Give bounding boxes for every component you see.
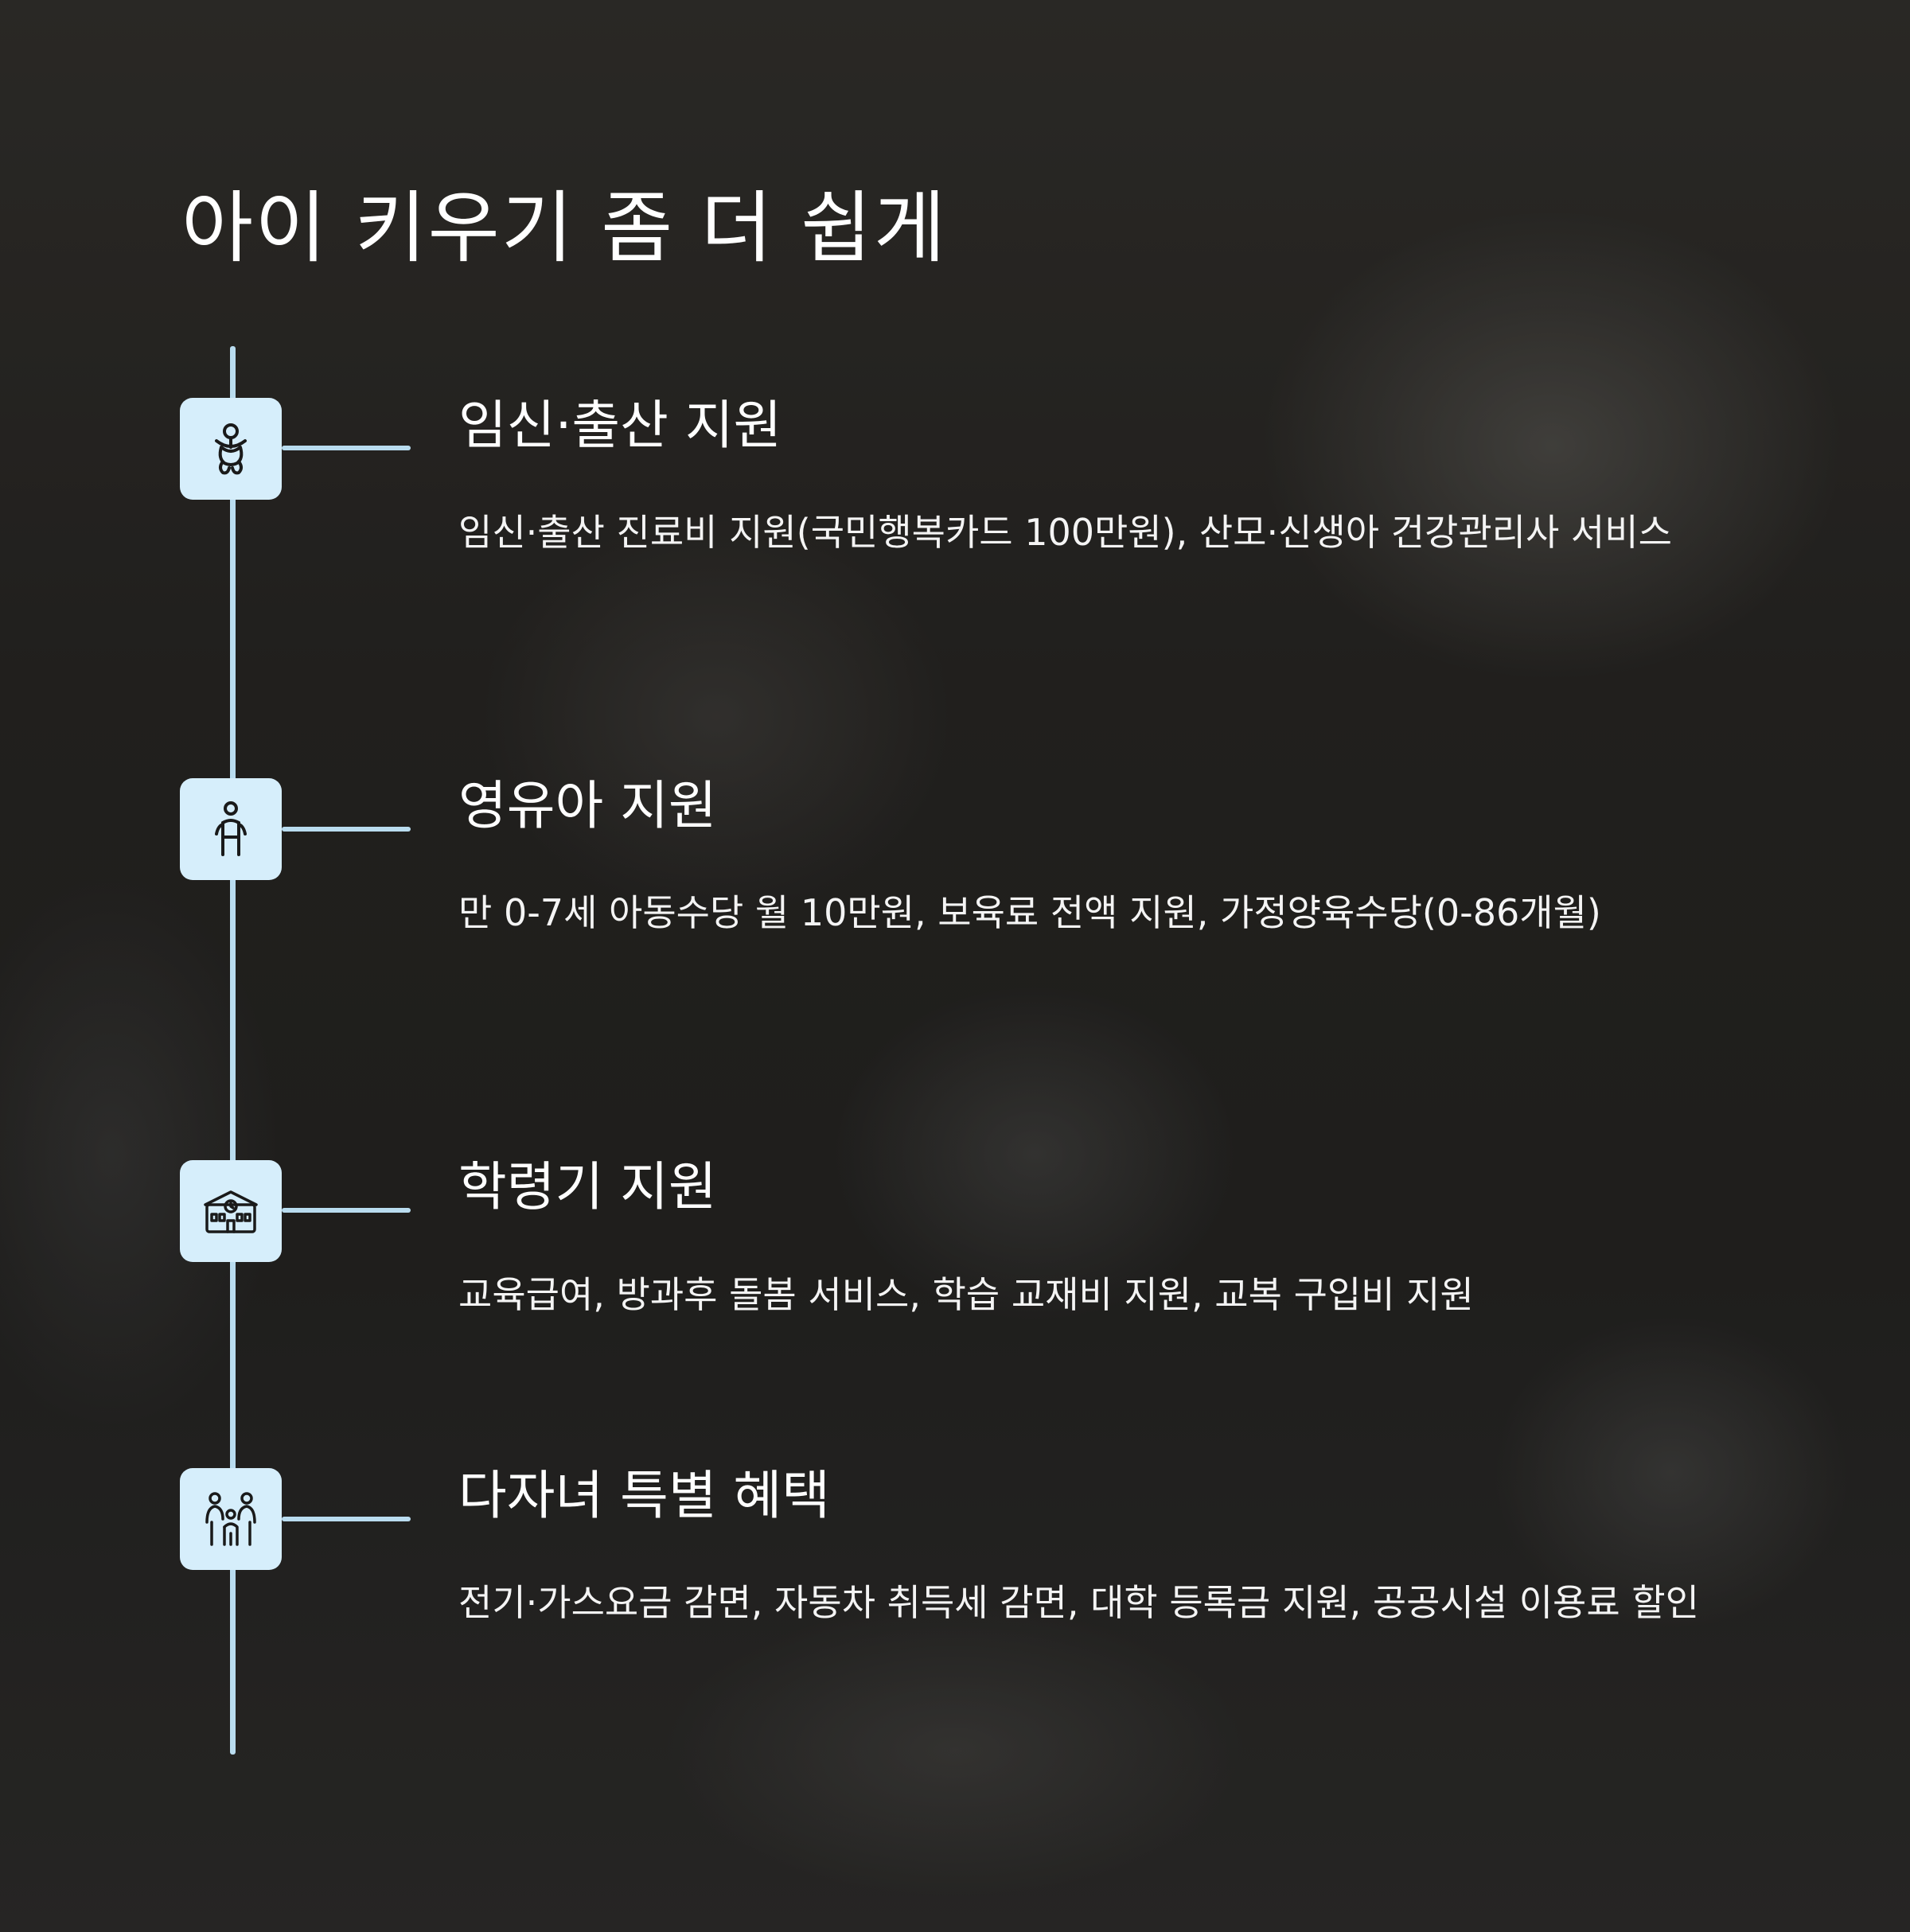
item-description: 만 0-7세 아동수당 월 10만원, 보육료 전액 지원, 가정양육수당(0-… [458,891,1601,934]
child-icon [180,778,282,880]
item-title: 임신·출산 지원 [458,395,782,456]
school-icon [180,1160,282,1262]
item-title: 학령기 지원 [458,1156,717,1217]
connector [282,827,411,832]
family-icon [180,1468,282,1570]
page-title: 아이 키우기 좀 더 쉽게 [181,183,948,274]
connector [282,446,411,450]
item-description: 임신·출산 진료비 지원(국민행복카드 100만원), 산모·신생아 건강관리사… [458,511,1672,554]
item-description: 교육급여, 방과후 돌봄 서비스, 학습 교재비 지원, 교복 구입비 지원 [458,1273,1474,1316]
item-title: 다자녀 특별 혜택 [458,1465,830,1526]
baby-icon [180,398,282,500]
item-description: 전기·가스요금 감면, 자동차 취득세 감면, 대학 등록금 지원, 공공시설 … [458,1581,1699,1624]
connector [282,1517,411,1521]
timeline-line [230,346,236,1755]
connector [282,1208,411,1213]
item-title: 영유아 지원 [458,775,717,836]
